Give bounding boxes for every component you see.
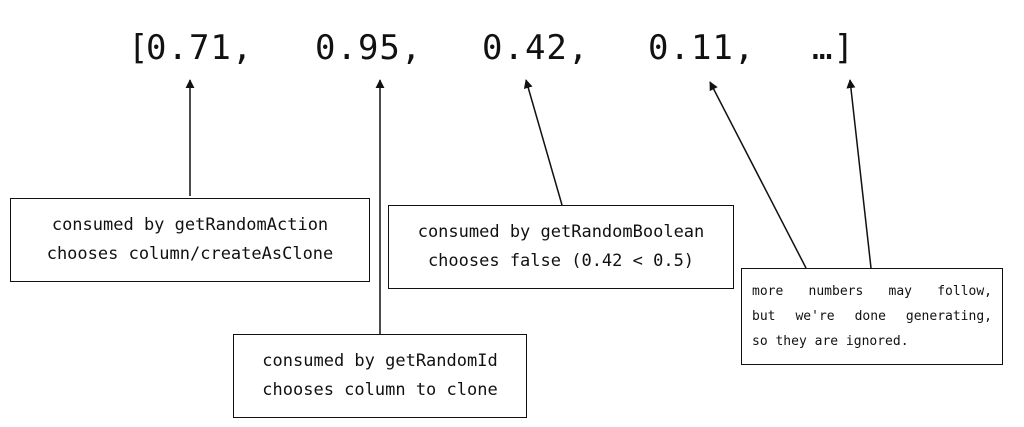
callout-get-random-boolean: consumed by getRandomBoolean chooses fal… bbox=[388, 205, 734, 289]
sequence-ellipsis: …] bbox=[812, 28, 855, 68]
sequence-value-0-11: 0.11, bbox=[648, 28, 756, 68]
callout-line: so they are ignored. bbox=[752, 334, 909, 349]
callout-line: chooses false (0.42 < 0.5) bbox=[427, 251, 695, 271]
sequence-open-bracket: [ bbox=[128, 28, 150, 68]
callout-ignored-numbers: more numbers may follow, but we're done … bbox=[741, 268, 1003, 365]
callout-line: chooses column to clone bbox=[262, 380, 498, 400]
callout-line: chooses column/createAsClone bbox=[46, 244, 334, 264]
callout-line: but we're done generating, bbox=[752, 309, 992, 324]
sequence-value-0-95: 0.95, bbox=[315, 28, 423, 68]
callout-line: more numbers may follow, bbox=[752, 284, 992, 299]
callout-line: consumed by getRandomAction bbox=[51, 215, 329, 235]
callout-get-random-id: consumed by getRandomId chooses column t… bbox=[233, 334, 527, 418]
sequence-value-0-42: 0.42, bbox=[482, 28, 590, 68]
arrow-to-0-11 bbox=[709, 81, 807, 269]
sequence-value-0-71: 0.71, bbox=[146, 28, 254, 68]
callout-get-random-action: consumed by getRandomAction chooses colu… bbox=[10, 198, 370, 282]
callout-line: consumed by getRandomId bbox=[262, 351, 498, 371]
arrow-to-ellipsis bbox=[846, 79, 872, 269]
callout-line: consumed by getRandomBoolean bbox=[417, 222, 705, 242]
arrow-to-0-42 bbox=[523, 79, 563, 206]
